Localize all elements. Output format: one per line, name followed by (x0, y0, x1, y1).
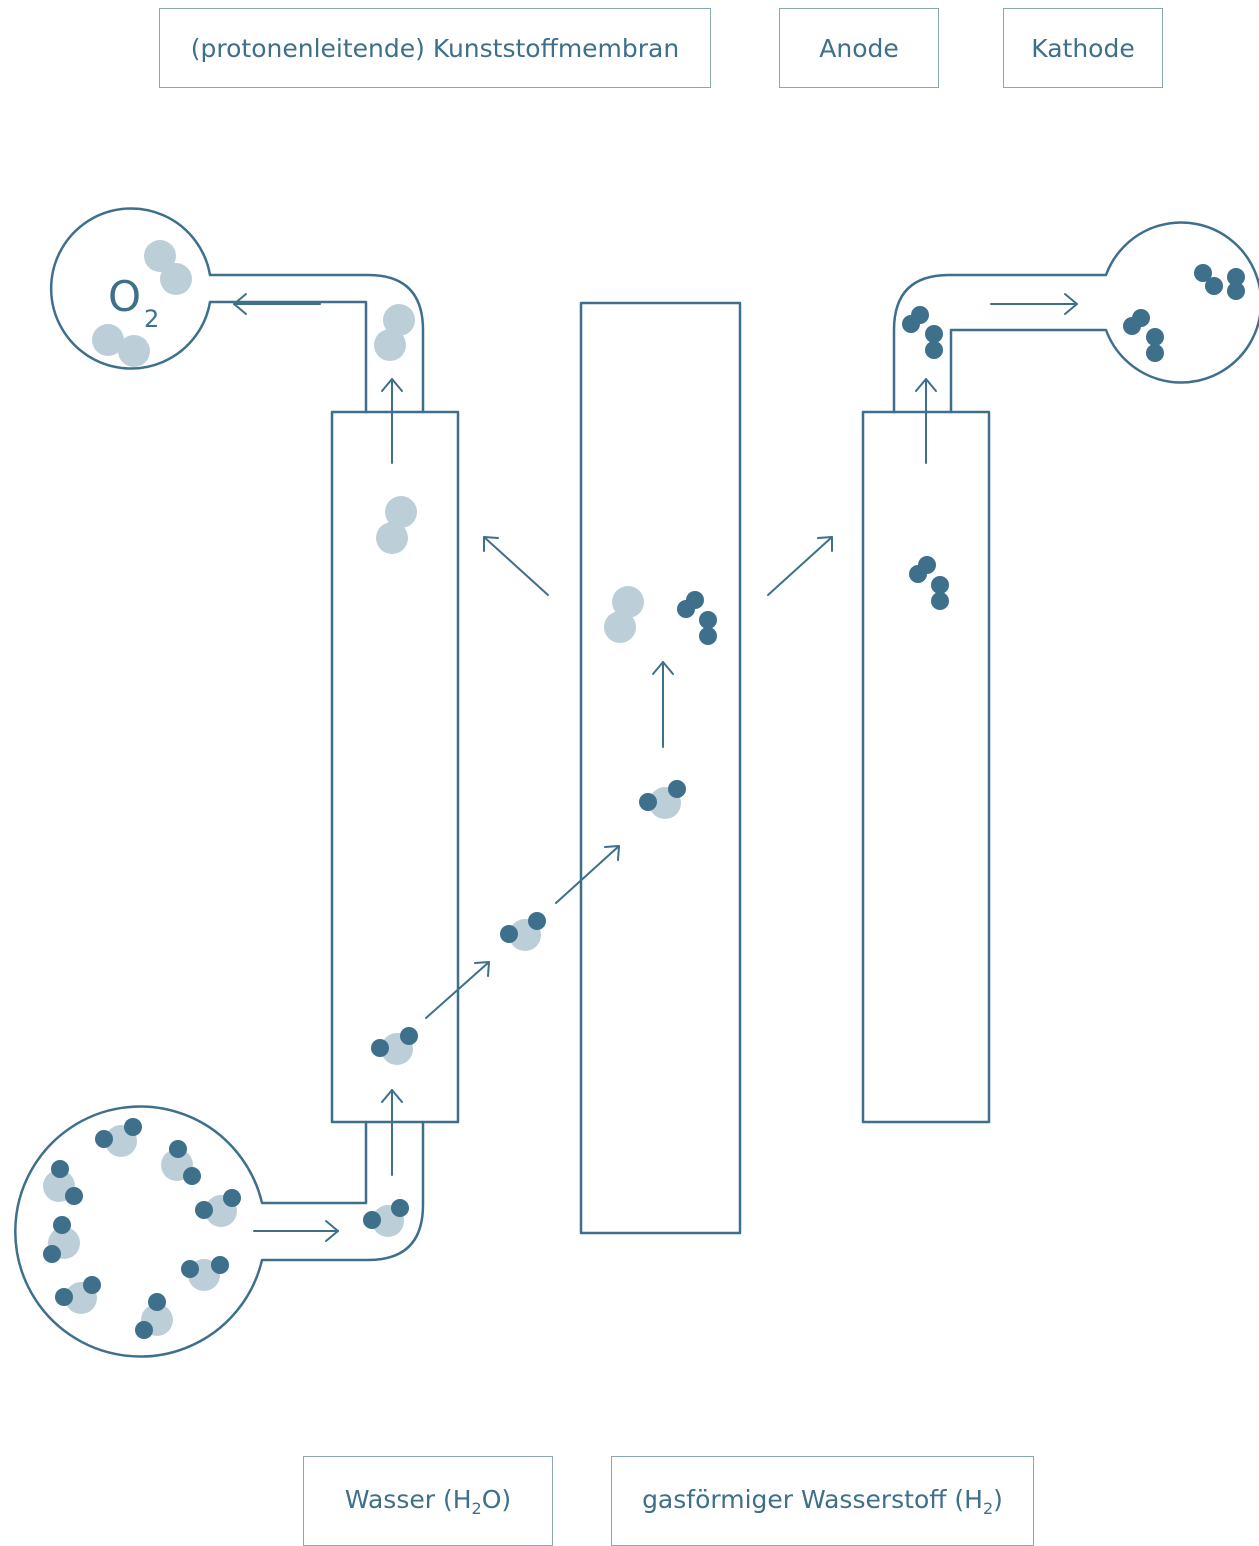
membrane-label: (protonenleitende) Kunststoffmembran (159, 8, 711, 88)
h2-molecule-pair (677, 591, 717, 645)
oxygen-subscript: 2 (144, 305, 159, 333)
membrane-label-text: (protonenleitende) Kunststoffmembran (190, 33, 680, 63)
cathode-column (861, 410, 991, 1124)
h2-molecule-pair (1123, 309, 1164, 362)
arrow-to-cathode (767, 536, 833, 596)
cathode-label: Kathode (1003, 8, 1163, 88)
hydrogen-label-text: gasförmiger Wasserstoff (H2) (642, 1485, 1003, 1518)
h2o-molecule (371, 1027, 418, 1065)
h2o-molecule (363, 1199, 409, 1237)
water-label-suffix: O) (481, 1484, 512, 1514)
arrow-water-diagonal-2 (555, 845, 620, 904)
water-molecules (43, 780, 686, 1339)
hydrogen-tank-outline (892, 221, 1259, 414)
hydrogen-molecules (677, 264, 1245, 645)
arrow-water-in-up (381, 1089, 403, 1176)
h2o-molecule (500, 912, 546, 951)
anode-label-text: Anode (819, 33, 899, 63)
h2o-molecule (195, 1189, 241, 1227)
h2-molecule-pair (902, 306, 943, 359)
h2o-molecule (181, 1256, 229, 1291)
arrow-to-anode (483, 536, 549, 596)
oxygen-tank-outline (49, 207, 425, 414)
o2-molecule (144, 240, 192, 295)
arrow-to-hydrogen-tank (990, 293, 1078, 315)
cathode-label-text: Kathode (1031, 33, 1135, 63)
oxygen-molecules (92, 240, 644, 643)
h2-molecule-pair (1194, 264, 1245, 300)
arrow-cathode-up (915, 378, 937, 464)
hydrogen-label-suffix: ) (993, 1484, 1003, 1514)
water-label-subscript: 2 (471, 1498, 482, 1518)
arrow-water-in (253, 1220, 339, 1242)
o2-molecule (604, 586, 644, 643)
anode-column (330, 410, 460, 1124)
h2o-molecule (95, 1118, 142, 1157)
arrow-anode-up (381, 378, 403, 464)
hydrogen-label-prefix: gasförmiger Wasserstoff (H (642, 1484, 983, 1514)
h2o-molecule (43, 1216, 80, 1263)
h2o-molecule (135, 1293, 173, 1339)
o2-molecule (92, 324, 150, 367)
hydrogen-label-subscript: 2 (982, 1498, 994, 1518)
h2-molecule-pair (909, 556, 949, 610)
water-label-text: Wasser (H2O) (345, 1485, 511, 1518)
anode-label: Anode (779, 8, 939, 88)
water-label-prefix: Wasser (H (344, 1484, 472, 1514)
arrow-membrane-up (652, 661, 674, 748)
h2o-molecule (639, 780, 686, 819)
oxygen-symbol: O (108, 272, 141, 321)
o2-molecule (376, 496, 417, 554)
arrow-water-diagonal-1 (425, 961, 490, 1019)
arrow-to-oxygen-tank (233, 293, 321, 315)
o2-molecule (374, 304, 415, 361)
h2o-molecule (161, 1140, 201, 1185)
water-tank-outline (14, 1105, 425, 1358)
h2o-molecule (43, 1160, 83, 1205)
membrane-column (579, 301, 742, 1235)
h2o-molecule (55, 1276, 101, 1314)
